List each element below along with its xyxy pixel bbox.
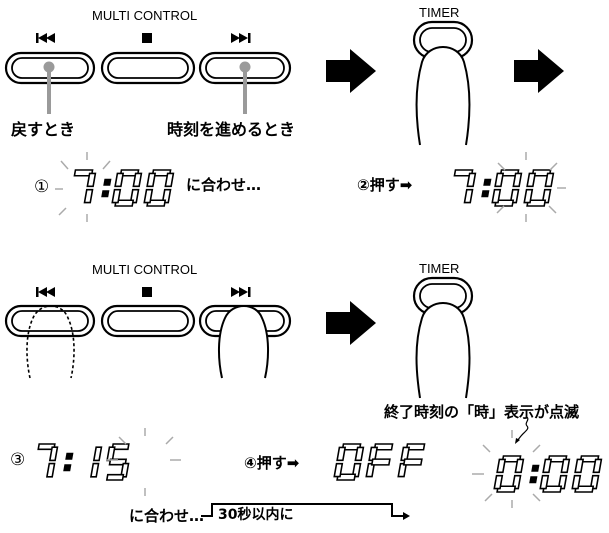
within-label: 30秒以内に xyxy=(218,507,294,523)
note-pointer xyxy=(516,416,529,442)
display-digit xyxy=(571,455,603,493)
prev-button[interactable] xyxy=(4,304,96,379)
skip-forward-icon xyxy=(231,287,251,297)
step4-display xyxy=(333,443,426,481)
stop-icon xyxy=(142,33,152,43)
display-digit xyxy=(523,169,555,207)
step1-marker: ① xyxy=(34,177,50,197)
step3-suffix: に合わせ… xyxy=(129,507,205,525)
display-digit xyxy=(105,443,130,481)
stop-button[interactable] xyxy=(100,51,196,85)
display-colon xyxy=(63,464,72,472)
blink-rays-icon xyxy=(106,428,541,508)
step3-marker: ③ xyxy=(10,450,26,470)
display-digit xyxy=(333,443,365,481)
multi-control-panel-1 xyxy=(4,33,292,114)
display-digit xyxy=(453,169,477,204)
step1-display xyxy=(73,169,175,207)
right-arrow-icon xyxy=(326,301,376,345)
display-digit xyxy=(397,443,426,478)
display-colon xyxy=(103,178,112,186)
display-digit xyxy=(539,455,571,493)
next-button[interactable] xyxy=(198,304,292,379)
within-bracket xyxy=(201,503,410,520)
timer-button-1[interactable] xyxy=(412,20,474,146)
final-display xyxy=(493,455,603,493)
forward-pointer xyxy=(239,61,251,114)
display-colon xyxy=(481,190,490,198)
display-colon xyxy=(483,178,492,186)
display-colon xyxy=(531,464,540,472)
step3-display xyxy=(37,443,130,481)
display-digit xyxy=(73,169,97,204)
blink-note: 終了時刻の「時」表示が点滅 xyxy=(384,403,580,421)
right-arrow-icon xyxy=(326,49,376,93)
timer-label: TIMER xyxy=(419,261,460,276)
display-digit xyxy=(365,443,394,478)
display-colon xyxy=(101,190,110,198)
display-digit xyxy=(491,169,523,207)
skip-forward-icon xyxy=(231,33,251,43)
finger-press-icon xyxy=(218,305,269,379)
step2-text: ②押す➡ xyxy=(357,176,413,194)
finger-press-icon xyxy=(415,302,471,399)
forward-label: 時刻を進めるとき xyxy=(167,120,296,139)
note-pointer-head xyxy=(515,438,520,444)
blink-rays-icon xyxy=(55,152,566,222)
timer-button-2[interactable] xyxy=(412,276,474,399)
timer-label: TIMER xyxy=(419,5,460,20)
display-digit xyxy=(111,169,143,207)
back-pointer xyxy=(43,61,55,114)
display-digit xyxy=(37,443,59,478)
finger-press-icon xyxy=(26,305,75,379)
step1-suffix: に合わせ… xyxy=(186,176,262,194)
stop-button[interactable] xyxy=(100,304,196,338)
multi-control-label: MULTI CONTROL xyxy=(92,262,198,277)
display-digit xyxy=(143,169,175,207)
multi-control-label: MULTI CONTROL xyxy=(92,8,198,23)
finger-press-icon xyxy=(415,46,471,146)
back-label: 戻すとき xyxy=(11,120,76,139)
step4-text: ④押す➡ xyxy=(244,454,300,472)
stop-icon xyxy=(142,287,152,297)
skip-back-icon xyxy=(36,33,55,43)
display-colon xyxy=(529,476,538,484)
skip-back-icon xyxy=(36,287,55,297)
display-digit xyxy=(89,446,103,478)
display-digit xyxy=(493,455,525,493)
right-arrow-icon xyxy=(514,49,564,93)
step2-display xyxy=(453,169,555,207)
display-colon xyxy=(65,452,74,460)
multi-control-panel-2 xyxy=(4,287,292,379)
